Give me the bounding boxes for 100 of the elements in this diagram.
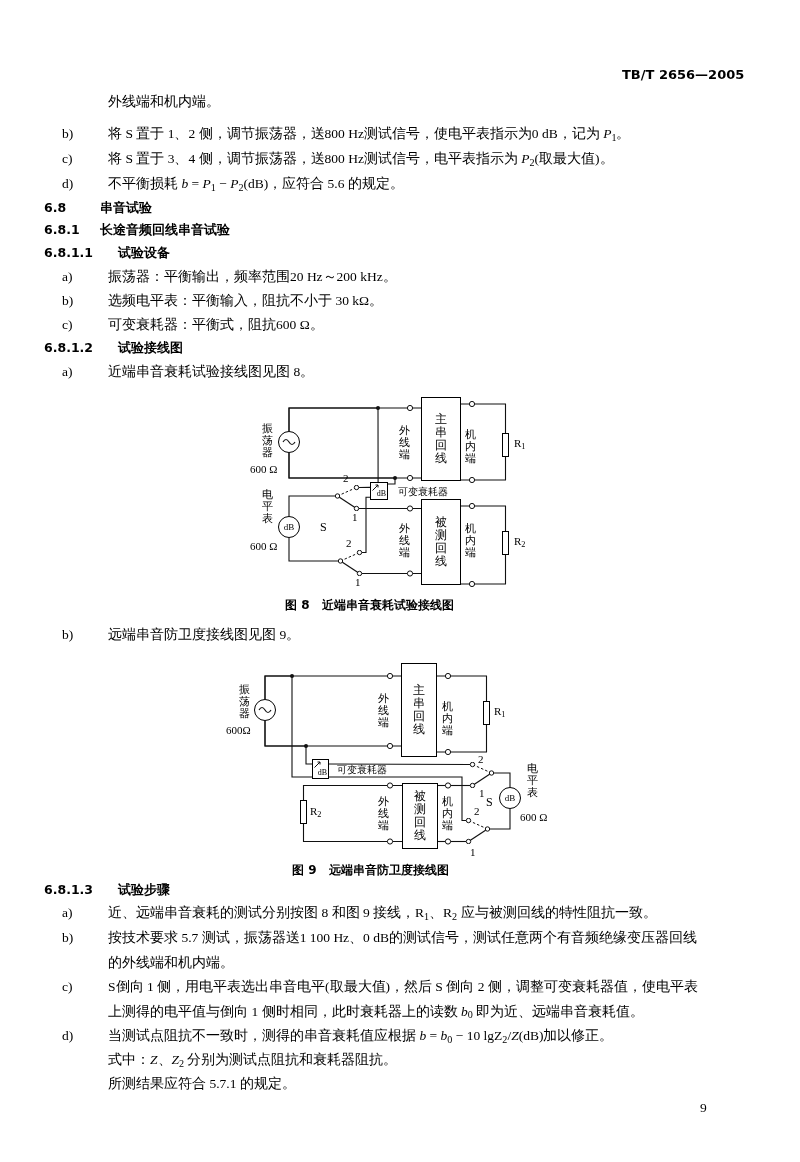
list-marker: d)	[62, 1027, 74, 1045]
resistor-label: R$_{1}$	[514, 438, 526, 449]
contact-number: 2	[343, 473, 349, 484]
list-marker: c)	[62, 150, 73, 168]
figure-caption: 图 8 近端串音衰耗试验接线图	[285, 597, 454, 613]
wire	[437, 784, 471, 787]
section-heading: 试验设备	[118, 245, 170, 261]
paragraph: 近端串音衰耗试验接线图见图 8。	[108, 363, 316, 381]
terminal-label: 机内端	[442, 700, 453, 737]
paragraph: 将 S 置于 3、4 侧，调节振荡器，送800 Hz测试信号，电平表指示为 P$_{2}$(取最大值)。	[108, 150, 615, 170]
level-meter-symbol	[499, 787, 521, 809]
circuit-box	[402, 783, 438, 849]
switch-symbol	[466, 818, 490, 844]
contact-number: 2	[474, 806, 480, 817]
section-heading: 6.8.1	[44, 222, 80, 238]
switch-label: S	[486, 796, 493, 808]
figure-caption: 图 9 远端串音防卫度接线图	[292, 862, 449, 878]
circuit-box	[421, 499, 461, 585]
paragraph: 不平衡损耗 b = P$_{1}$ − P$_{2}$(dB)，应符合 5.6 的规定。	[108, 175, 405, 195]
wire	[493, 772, 511, 788]
switch-symbol	[335, 485, 359, 511]
wire	[302, 784, 403, 801]
box-label: 主串回线	[435, 412, 447, 466]
terminal-label: 外线端	[399, 424, 410, 461]
list-marker: a)	[62, 268, 73, 286]
attenuator-box	[370, 482, 388, 500]
attenuator-box	[312, 759, 329, 779]
list-marker: b)	[62, 929, 74, 947]
list-marker: d)	[62, 175, 74, 193]
wire	[436, 724, 488, 753]
list-marker: 9	[700, 1099, 707, 1117]
wire	[460, 456, 507, 481]
list-marker: c)	[62, 978, 73, 996]
wire	[436, 675, 488, 702]
paragraph: S倒向 1 侧，用电平表选出串音电平(取最大值)，然后 S 倒向 2 侧，调整可变衰耗器值，使电平表上测得的电平值与倒向 1 侧时相同，此时衰耗器上的读数 b$_{0}$ 即为近、远端串音衰耗值。	[108, 978, 699, 1023]
component-label: 可变衰耗器	[398, 487, 448, 497]
terminal-label: 外线端	[378, 795, 389, 832]
terminal-label: 外线端	[378, 692, 389, 729]
wire	[288, 452, 396, 485]
paragraph: 外线端和机内端。	[108, 93, 221, 111]
contact-number: 2	[478, 754, 484, 765]
wire	[264, 720, 313, 765]
circuit-box	[401, 663, 437, 757]
impedance-label: 600 Ω	[250, 541, 278, 552]
switch-label: S	[320, 521, 327, 533]
paragraph: 当测试点阻抗不一致时，测得的串音衰耗值应根据 b = b$_{0}$ − 10 lgZ$_{2}$/Z(dB)加以修正。	[108, 1027, 615, 1047]
contact-number: 2	[346, 538, 352, 549]
box-label: 被测回线	[414, 789, 426, 843]
paragraph: 按技术要求 5.7 测试，振荡器送1 100 Hz、0 dB的测试信号，测试任意两个有音频绝缘变压器回线的外线端和机内端。	[108, 929, 698, 972]
oscillator-symbol	[278, 431, 300, 453]
contact-number: 1	[479, 788, 485, 799]
impedance-label: 600 Ω	[520, 812, 548, 823]
list-marker: c)	[62, 316, 73, 334]
resistor-label: R$_{2}$	[514, 536, 526, 547]
wire	[460, 554, 507, 585]
paragraph: 式中：Z、Z$_{2}$ 分别为测试点阻抗和衰耗器阻抗。	[108, 1051, 399, 1071]
section-heading: 试验步骤	[118, 882, 170, 898]
component-label: 电平表	[262, 488, 273, 525]
wire	[328, 776, 467, 822]
resistor-symbol	[502, 531, 509, 555]
resistor-symbol	[502, 433, 509, 457]
section-heading: 试验接线图	[118, 340, 183, 356]
impedance-label: 600Ω	[226, 725, 251, 736]
paragraph: 将 S 置于 1、2 侧，调节振荡器，送800 Hz测试信号，使电平表指示为0 dB，记为 P$_{1}$。	[108, 125, 632, 145]
resistor-symbol	[300, 800, 307, 824]
wire	[288, 495, 336, 517]
wire	[358, 486, 371, 489]
section-heading: 6.8.1.1	[44, 245, 94, 261]
circuit-box	[421, 397, 461, 481]
box-label: 主串回线	[413, 683, 425, 737]
component-label: 电平表	[527, 762, 538, 799]
list-marker: a)	[62, 363, 73, 381]
section-heading: 6.8.1.3	[44, 882, 94, 898]
meter-label: dB	[504, 793, 516, 803]
list-marker: b)	[62, 292, 74, 310]
wire	[361, 496, 371, 554]
attenuator-label: dB	[376, 490, 386, 498]
paragraph: 所测结果应符合 5.7.1 的规定。	[108, 1075, 297, 1093]
wire	[460, 505, 507, 532]
terminal-label: 外线端	[399, 522, 410, 559]
resistor-symbol	[483, 701, 490, 725]
section-heading: 6.8	[44, 200, 67, 216]
box-label: 被测回线	[435, 515, 447, 569]
wire	[288, 407, 379, 483]
component-label: 可变衰耗器	[337, 765, 387, 775]
contact-number: 1	[470, 847, 476, 858]
component-label: 振荡器	[262, 422, 273, 459]
impedance-label: 600 Ω	[250, 464, 278, 475]
paragraph: 远端串音防卫度接线图见图 9。	[108, 626, 302, 644]
wire	[302, 823, 403, 843]
switch-symbol	[338, 550, 362, 576]
wire	[460, 403, 507, 434]
resistor-label: R$_{1}$	[494, 706, 506, 717]
paragraph: 近、远端串音衰耗的测试分别按图 8 和图 9 接线，R$_{1}$、R$_{2}$ 应与被测回线的特性阻抗一致。	[108, 904, 658, 924]
wire	[358, 507, 422, 510]
terminal-label: 机内端	[442, 795, 453, 832]
page-header: TB/T 2656—2005	[622, 66, 745, 84]
paragraph: 振荡器：平衡输出，频率范围20 Hz～200 kHz。	[108, 268, 398, 286]
paragraph: 选频电平表：平衡输入，阻抗不小于 30 kΩ。	[108, 292, 385, 310]
list-marker: b)	[62, 626, 74, 644]
